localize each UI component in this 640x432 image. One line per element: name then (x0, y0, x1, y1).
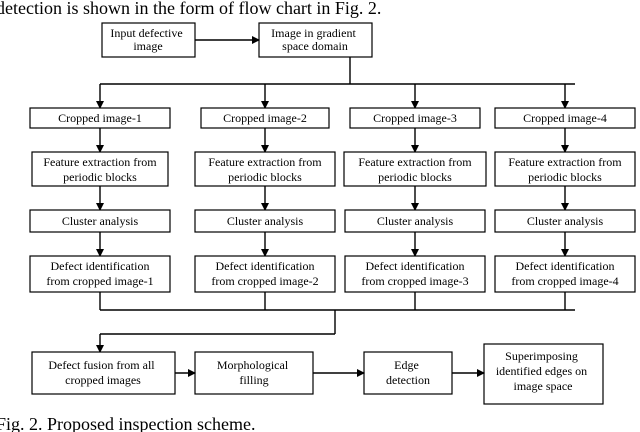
edge-detection-label: Edge detection (386, 358, 430, 387)
feature-box-1 (31, 151, 169, 187)
edge-detection-box (363, 351, 453, 395)
crop-label-4: Cropped image-4 (523, 111, 607, 125)
gradient-image-label: Image in gradient space domain (271, 26, 359, 53)
crop-label-3: Cropped image-3 (373, 111, 457, 125)
input-image-box (101, 22, 196, 58)
fusion-label: Defect fusion from all cropped images (48, 358, 157, 387)
morphological-box (194, 351, 314, 395)
fusion-box (31, 351, 176, 395)
cluster-label-1: Cluster analysis (62, 214, 139, 228)
superimpose-box (483, 343, 604, 405)
cluster-label-4: Cluster analysis (527, 214, 604, 228)
defect-box-1 (29, 255, 171, 293)
gradient-image-box (258, 22, 373, 58)
superimpose-label: Superimposing identified edges on image … (496, 349, 590, 393)
defect-box-3 (344, 255, 486, 293)
figure-caption: Fig. 2. Proposed inspection scheme. (0, 414, 255, 432)
defect-box-4 (494, 255, 636, 293)
header-text: detection is shown in the form of flow c… (0, 0, 381, 18)
feature-box-2 (194, 151, 336, 187)
feature-box-4 (494, 151, 636, 187)
cluster-label-3: Cluster analysis (377, 214, 454, 228)
morphological-label: Morphological filling (217, 358, 291, 387)
cluster-label-2: Cluster analysis (227, 214, 304, 228)
crop-label-2: Cropped image-2 (223, 111, 307, 125)
input-image-label: Input defective image (110, 26, 185, 53)
crop-label-1: Cropped image-1 (58, 111, 142, 125)
